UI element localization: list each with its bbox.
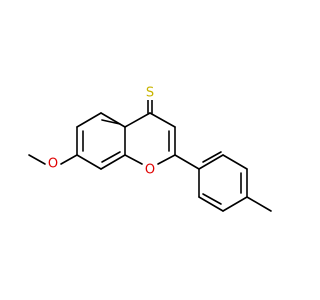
molecule-diagram: S O O bbox=[28, 86, 272, 212]
atom-label-layer: S O O bbox=[47, 86, 156, 178]
bond-c7-c8 bbox=[76, 154, 102, 170]
bond-c4a-c5-inner bbox=[101, 119, 121, 125]
bond-c5-c6 bbox=[76, 112, 102, 128]
bond-layer bbox=[28, 91, 272, 212]
bond-c8-c8a bbox=[100, 154, 126, 170]
bond-aryl-methyl bbox=[246, 196, 272, 212]
bond-aryl-4 bbox=[222, 196, 248, 212]
bond-c4-c4a bbox=[124, 112, 151, 128]
bond-c8-c8a-inner bbox=[101, 151, 121, 163]
bond-aryl-1 bbox=[198, 154, 224, 170]
ring-oxygen-label-bg bbox=[144, 163, 156, 177]
bond-methoxy-o-ch3 bbox=[28, 154, 46, 165]
bond-aryl-1-inner bbox=[202, 151, 222, 163]
bond-aryl-2 bbox=[222, 154, 248, 170]
bond-aryl-5-inner bbox=[202, 193, 222, 205]
bond-aryl-5 bbox=[198, 196, 224, 212]
bond-c4-c3 bbox=[149, 112, 176, 128]
methoxy-oxygen-atom-label: O bbox=[48, 157, 58, 172]
ring-oxygen-atom-label: O bbox=[145, 163, 155, 178]
bond-c2-o1 bbox=[157, 154, 176, 165]
bond-c2-aryl bbox=[174, 154, 200, 170]
bond-o1-c8a bbox=[124, 154, 143, 165]
bond-c4a-c5 bbox=[100, 112, 126, 128]
sulfur-label-bg bbox=[144, 86, 156, 100]
bond-c7-methoxy-o bbox=[60, 154, 78, 165]
methoxy-oxygen-label-bg bbox=[47, 157, 59, 171]
sulfur-atom-label: S bbox=[146, 86, 154, 101]
